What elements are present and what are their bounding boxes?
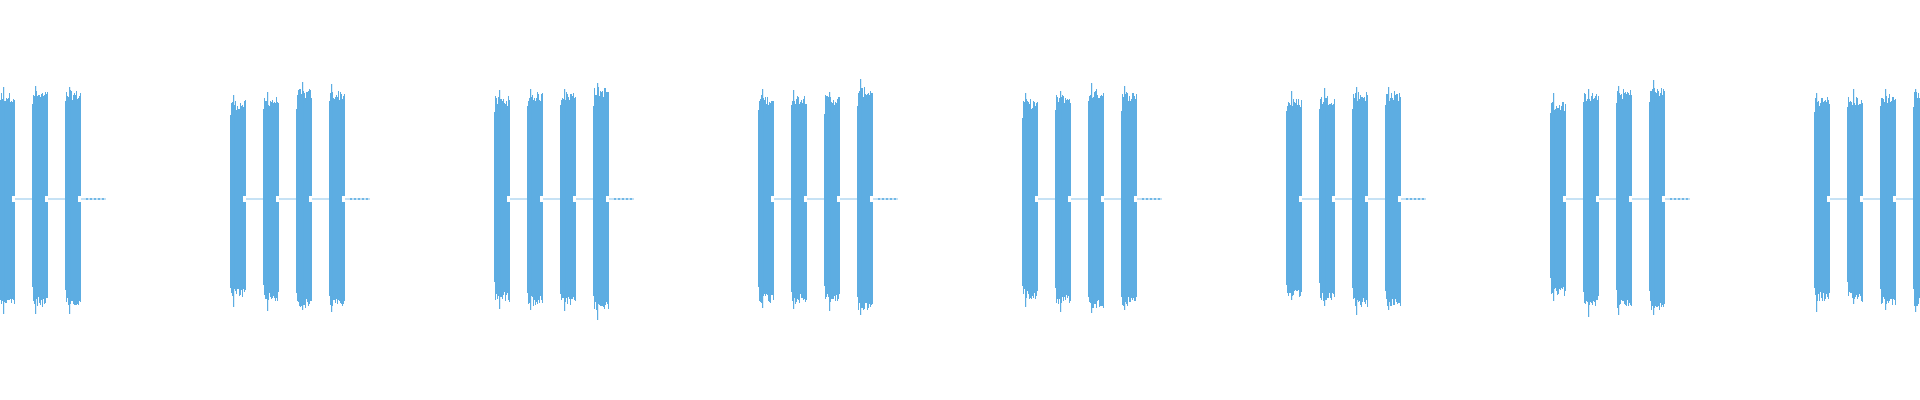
waveform-tail-tick [1414, 198, 1416, 200]
waveform-burst [230, 95, 246, 307]
waveform-burst [1913, 89, 1920, 312]
waveform-tail-tick [626, 198, 628, 200]
waveform-tail-tick [1670, 198, 1672, 200]
waveform-burst [824, 92, 840, 311]
waveform-burst [329, 84, 345, 312]
waveform-tail-tick [894, 198, 896, 200]
waveform-tail-tick [882, 198, 884, 200]
waveform-tail-tick [886, 198, 888, 200]
waveform-burst [1814, 93, 1830, 312]
waveform-tail-tick [614, 198, 616, 200]
waveform-burst [65, 87, 81, 314]
waveform-tail-tick [350, 198, 352, 200]
waveform-tail-tick [630, 198, 632, 200]
waveform-tail-tick [1150, 198, 1152, 200]
waveform-tail-tick [1422, 198, 1424, 200]
waveform-burst [1088, 83, 1104, 313]
waveform-tail-tick [890, 198, 892, 200]
waveform-tail-tick [1154, 198, 1156, 200]
waveform-tail-tick [622, 198, 624, 200]
waveform-tail-tick [1418, 198, 1420, 200]
waveform-tail-tick [362, 198, 364, 200]
waveform-tail-tick [1158, 198, 1160, 200]
waveform-burst [32, 86, 48, 314]
waveform-burst [1022, 93, 1038, 307]
waveform-burst [1319, 88, 1335, 306]
waveform-tail-tick [1678, 198, 1680, 200]
waveform-tail-tick [1142, 198, 1144, 200]
waveform-burst [1352, 87, 1368, 315]
waveform-tail-tick [1674, 198, 1676, 200]
waveform-bursts [0, 79, 1920, 320]
waveform-tail-tick [1406, 198, 1408, 200]
waveform-tail-tick [1682, 198, 1684, 200]
waveform-tail-tick [354, 198, 356, 200]
waveform-baseline [1814, 198, 1920, 200]
waveform-burst [1121, 86, 1137, 310]
waveform-burst [1649, 80, 1665, 315]
waveform-tail-tick [102, 198, 104, 200]
waveform-tail-tick [98, 198, 100, 200]
waveform-burst [791, 90, 807, 309]
waveform-burst [1055, 91, 1071, 312]
waveform-burst [1616, 86, 1632, 315]
waveform-burst [1385, 87, 1401, 310]
waveform-burst [1583, 89, 1599, 317]
waveform-tail-tick [366, 198, 368, 200]
waveform-tail-tick [1686, 198, 1688, 200]
waveform-tail-tick [90, 198, 92, 200]
waveform-burst [494, 90, 510, 309]
waveform-burst [527, 89, 543, 310]
waveform-tail-tick [618, 198, 620, 200]
waveform-burst [1847, 89, 1863, 304]
waveform-tail-tick [94, 198, 96, 200]
waveform-burst [296, 82, 312, 310]
waveform-tail-tick [1410, 198, 1412, 200]
waveform-burst [857, 79, 873, 315]
waveform-burst [263, 92, 279, 311]
waveform-burst [560, 89, 576, 311]
waveform-burst [1286, 91, 1302, 300]
waveform-burst [758, 89, 774, 308]
waveform-baseline [0, 198, 106, 200]
waveform-tail-tick [1146, 198, 1148, 200]
waveform-burst [1880, 89, 1896, 310]
waveform-burst [1550, 93, 1566, 301]
waveform-burst [593, 83, 609, 320]
waveform-tail-tick [86, 198, 88, 200]
waveform-tail-tick [878, 198, 880, 200]
waveform-tail-tick [358, 198, 360, 200]
waveform-burst [0, 87, 15, 314]
